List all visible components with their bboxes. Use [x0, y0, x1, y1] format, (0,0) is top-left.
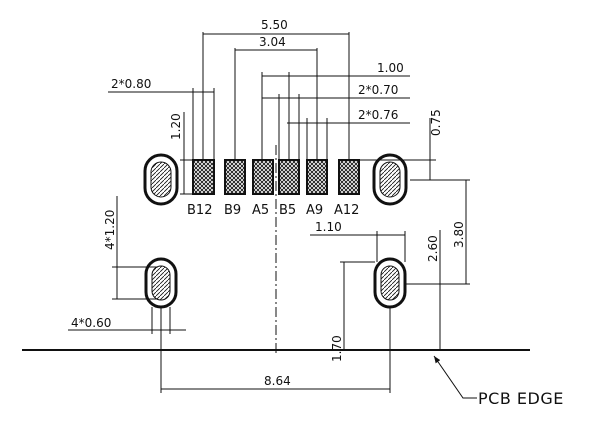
dim-4x1-20: 4*1.20: [103, 196, 158, 300]
dim-1-10: 1.10: [310, 220, 406, 262]
pin-label-a12: A12: [334, 203, 359, 218]
svg-text:2*0.80: 2*0.80: [111, 77, 151, 91]
svg-text:2*0.76: 2*0.76: [358, 108, 398, 122]
slot-front-right: [373, 257, 407, 309]
pad-b12: [192, 159, 215, 195]
dim-3-04: 3.04: [234, 35, 318, 160]
pcb-edge-label: PCB EDGE: [478, 389, 564, 408]
dim-2x0-70: 2*0.70: [262, 83, 410, 160]
svg-text:8.64: 8.64: [264, 374, 291, 388]
svg-text:3.04: 3.04: [259, 35, 286, 49]
svg-text:1.20: 1.20: [169, 113, 183, 140]
pad-a9: [306, 159, 328, 195]
pad-a5: [252, 159, 274, 195]
dim-2x0-76: 2*0.76: [287, 108, 410, 160]
dim-5-50: 5.50: [202, 18, 350, 160]
svg-text:1.10: 1.10: [315, 220, 342, 234]
mounting-slots: [143, 153, 408, 309]
svg-text:2.60: 2.60: [426, 235, 440, 262]
dim-2-60: 2.60: [406, 230, 446, 350]
svg-text:1.00: 1.00: [377, 61, 404, 75]
slot-front-left: [144, 257, 178, 309]
pin-label-a9: A9: [306, 203, 323, 218]
dim-4x0-60: 4*0.60: [68, 307, 186, 334]
dim-1-00: 1.00: [261, 61, 410, 160]
pin-labels: B12 B9 A5 B5 A9 A12: [187, 203, 359, 218]
pcb-edge-callout: PCB EDGE: [433, 355, 564, 408]
pad-a12: [338, 159, 360, 195]
slot-rear-left: [143, 153, 179, 206]
svg-text:3.80: 3.80: [452, 221, 466, 248]
signal-pads: [192, 159, 360, 195]
pad-b5: [278, 159, 300, 195]
svg-text:5.50: 5.50: [261, 18, 288, 32]
dim-3-80: 3.80: [406, 179, 470, 285]
svg-text:4*0.60: 4*0.60: [71, 316, 111, 330]
dim-0-75: 0.75: [360, 109, 443, 181]
svg-text:0.75: 0.75: [429, 109, 443, 136]
svg-text:2*0.70: 2*0.70: [358, 83, 398, 97]
pin-label-b5: B5: [279, 203, 296, 218]
svg-text:4*1.20: 4*1.20: [103, 210, 117, 250]
slot-rear-right: [372, 153, 408, 206]
dim-1-70: 1.70: [330, 261, 375, 362]
pin-label-b9: B9: [224, 203, 241, 218]
pad-b9: [224, 159, 246, 195]
pin-label-a5: A5: [252, 203, 269, 218]
svg-text:1.70: 1.70: [330, 335, 344, 362]
dim-8-64: 8.64: [160, 307, 391, 393]
dim-2x0-80: 2*0.80: [108, 77, 215, 160]
dim-1-20-pad: 1.20: [169, 112, 193, 195]
pin-label-b12: B12: [187, 203, 212, 218]
